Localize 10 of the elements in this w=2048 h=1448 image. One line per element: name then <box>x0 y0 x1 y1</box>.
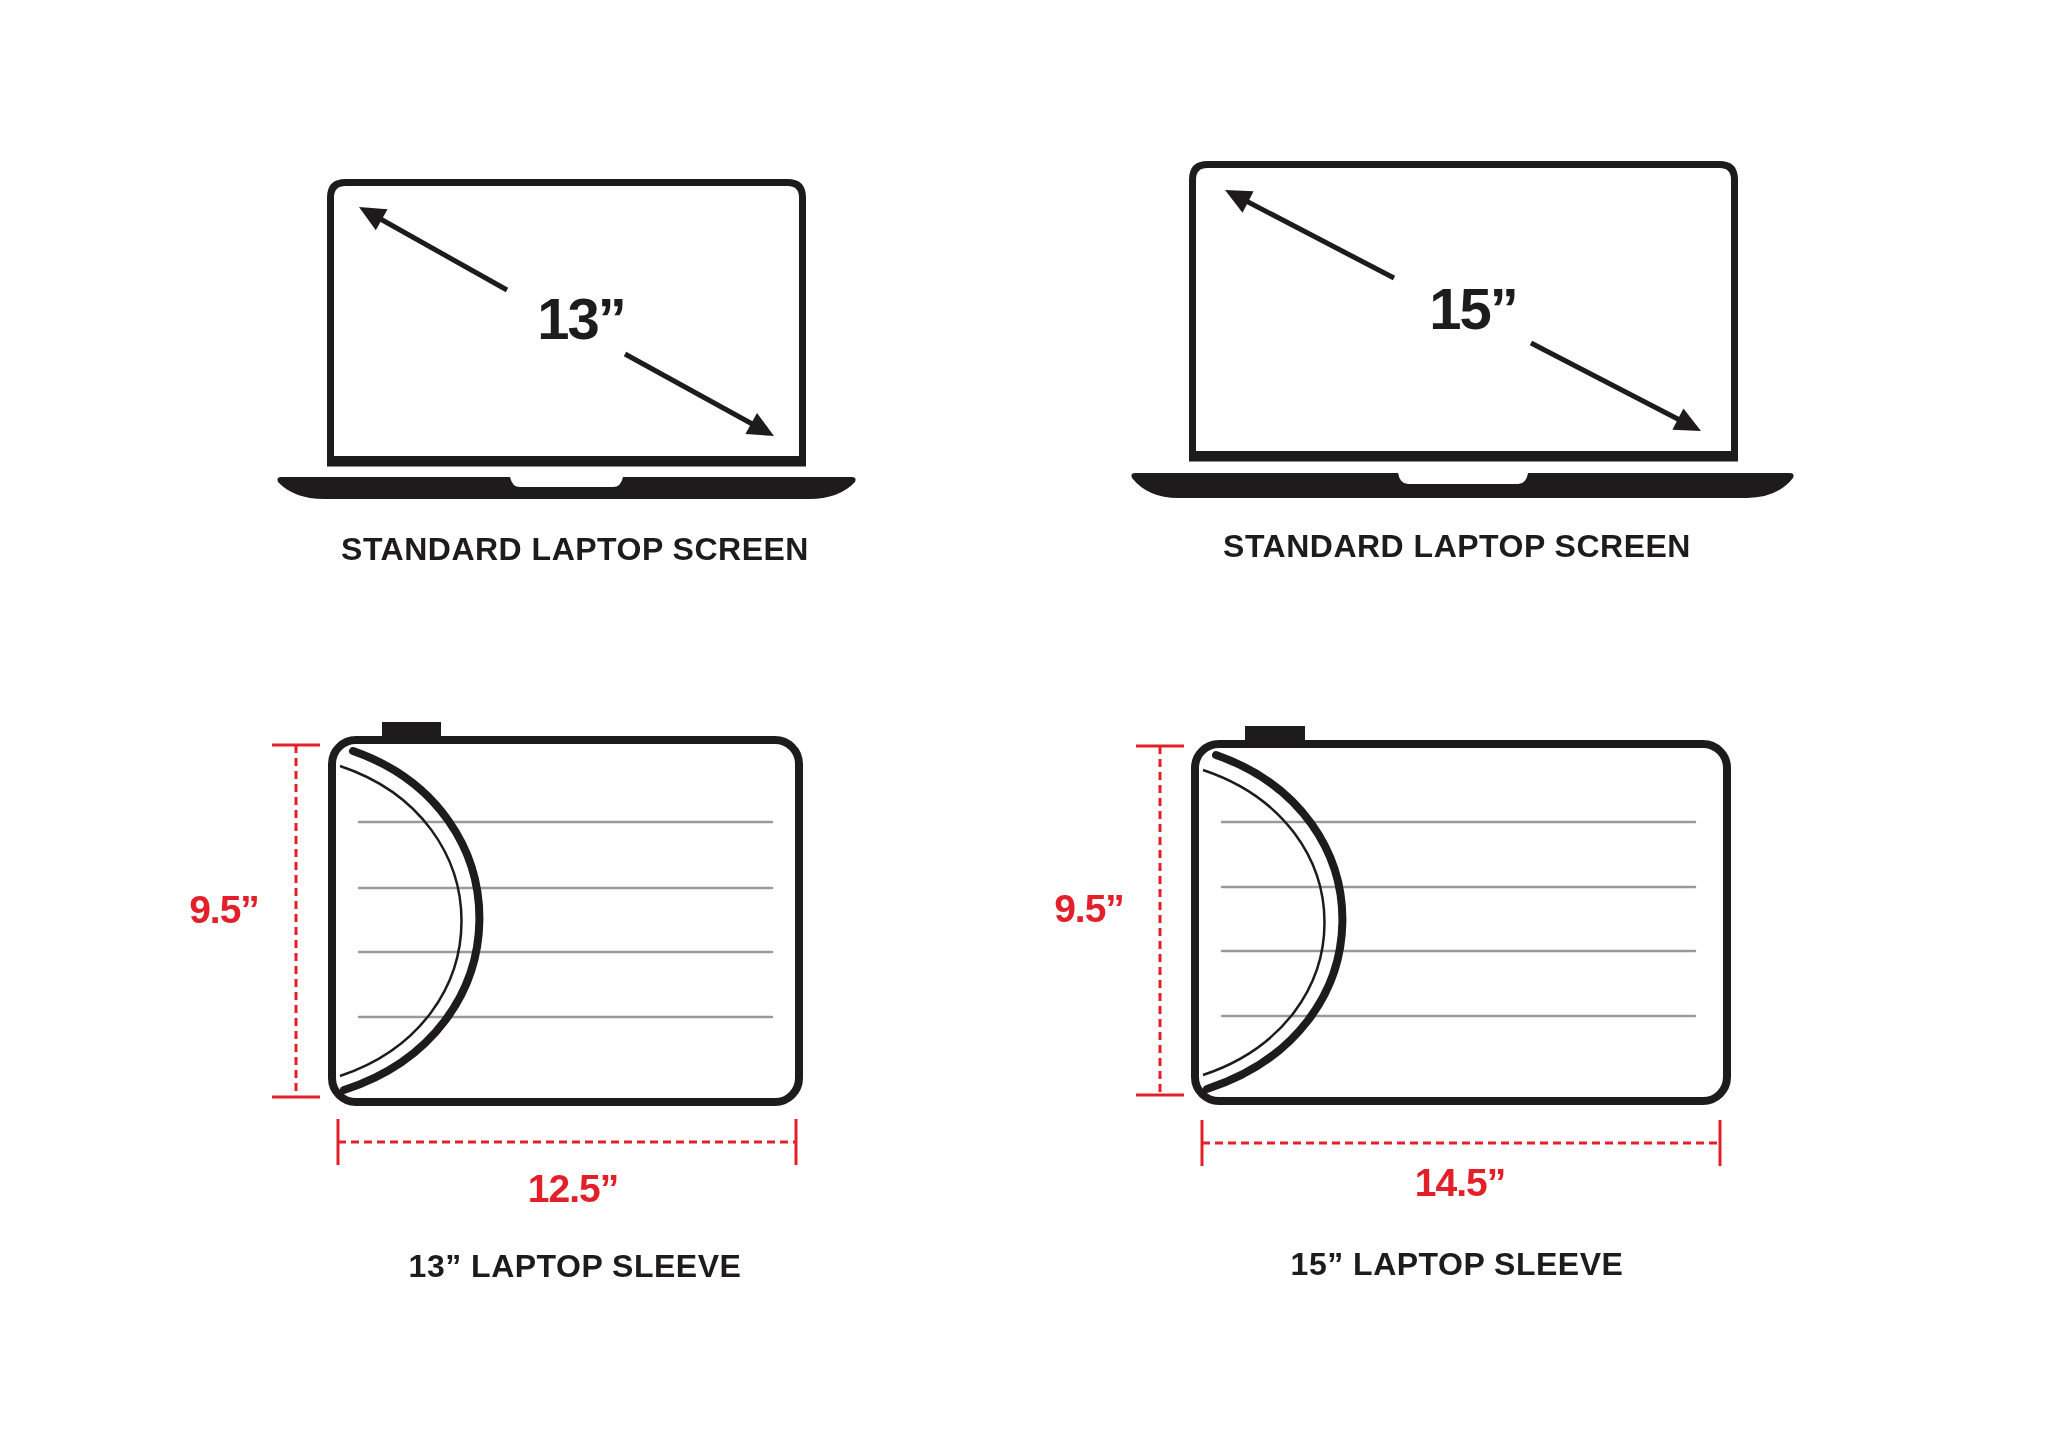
screen-size-label: 13” <box>537 290 625 348</box>
dimension-label: 9.5” <box>189 889 259 929</box>
caption: 13” LAPTOP SLEEVE <box>408 1250 742 1282</box>
dimension-label: 12.5” <box>527 1168 619 1208</box>
caption: 15” LAPTOP SLEEVE <box>1290 1248 1624 1280</box>
dimension-label: 9.5” <box>1054 888 1124 928</box>
caption: STANDARD LAPTOP SCREEN <box>1223 530 1691 562</box>
caption: STANDARD LAPTOP SCREEN <box>341 533 809 565</box>
screen-size-label: 15” <box>1429 280 1517 338</box>
dimension-label: 14.5” <box>1414 1162 1506 1202</box>
